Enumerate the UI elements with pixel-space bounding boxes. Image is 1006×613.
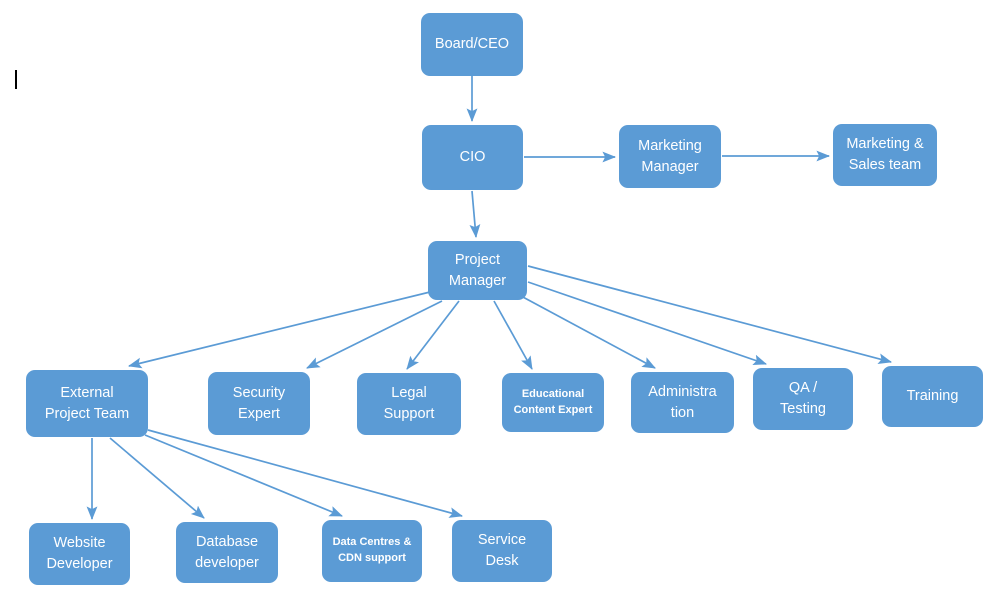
node-label: Service Desk (477, 532, 527, 569)
node-legal-support[interactable]: Legal Support (357, 373, 461, 435)
connector-project-manager-to-qa-testing (527, 281, 767, 366)
node-label: CIO (459, 149, 486, 166)
node-cio[interactable]: CIO (422, 125, 523, 190)
node-qa-testing[interactable]: QA / Testing (753, 368, 853, 430)
node-administration[interactable]: Administra tion (631, 372, 734, 433)
node-marketing-sales[interactable]: Marketing & Sales team (833, 124, 937, 186)
node-training[interactable]: Training (882, 366, 983, 427)
node-label: Training (906, 388, 959, 405)
connector-project-manager-to-legal-support (406, 300, 460, 370)
node-marketing-manager[interactable]: Marketing Manager (619, 125, 721, 188)
node-label: Board/CEO (434, 36, 510, 53)
connector-external-team-to-data-centres (144, 434, 343, 517)
node-label: Data Centres & CDN support (332, 536, 412, 564)
connector-external-team-to-database-dev (109, 437, 205, 519)
node-label: Marketing & Sales team (846, 136, 924, 173)
node-data-centres[interactable]: Data Centres & CDN support (322, 520, 422, 582)
node-security-expert[interactable]: Security Expert (208, 372, 310, 435)
node-label: QA / Testing (780, 380, 826, 417)
connector-project-manager-to-educational (493, 300, 533, 370)
node-project-manager[interactable]: Project Manager (428, 241, 527, 300)
node-label: Project Manager (448, 251, 507, 289)
node-label: Administra tion (648, 383, 717, 421)
node-educational[interactable]: Educational Content Expert (502, 373, 604, 432)
connector-project-manager-to-administration (520, 295, 656, 369)
connector-project-manager-to-security-expert (306, 300, 443, 369)
node-label: Educational Content Expert (513, 387, 593, 416)
node-database-dev[interactable]: Database developer (176, 522, 278, 583)
connector-cio-to-project-manager (469, 190, 481, 239)
node-label: Database developer (195, 533, 259, 571)
node-label: Legal Support (383, 385, 435, 422)
node-external-team[interactable]: External Project Team (26, 370, 148, 437)
node-label: Website Developer (46, 535, 113, 572)
node-service-desk[interactable]: Service Desk (452, 520, 552, 582)
connector-external-team-to-service-desk (147, 429, 463, 518)
node-label: Marketing Manager (638, 137, 702, 175)
text-caret-artifact (15, 70, 17, 89)
node-label: External Project Team (44, 384, 130, 422)
connector-project-manager-to-training (527, 265, 892, 365)
connector-project-manager-to-external-team (128, 291, 431, 369)
node-website-dev[interactable]: Website Developer (29, 523, 130, 585)
node-board-ceo[interactable]: Board/CEO (421, 13, 523, 76)
node-label: Security Expert (232, 384, 286, 422)
